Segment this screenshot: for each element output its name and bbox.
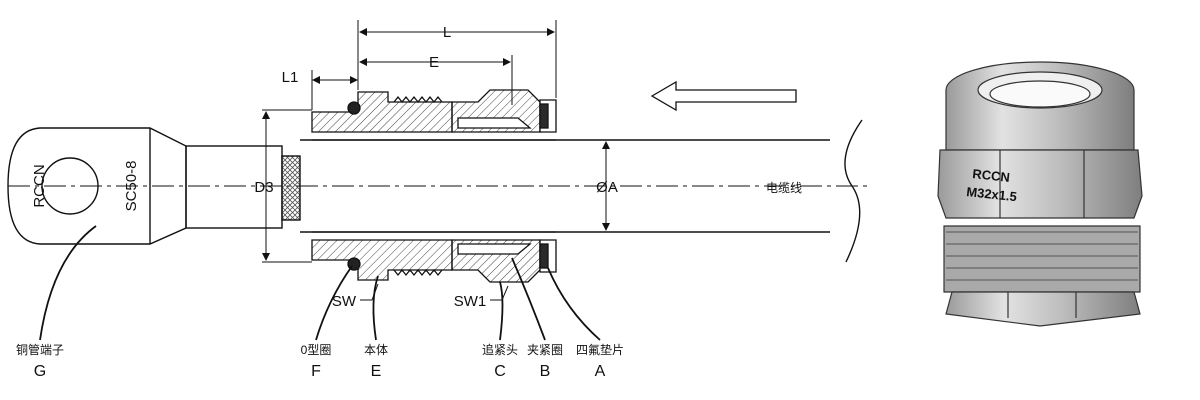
gland-upper-section [311,89,557,141]
insertion-direction-arrow [650,80,797,112]
copper-lug [7,127,301,245]
gland-lower-section [311,231,557,283]
part-leader-lines [39,225,601,341]
dim-l1-label: L1 [282,69,299,86]
dim-diameter-a-label: ØA [596,179,618,196]
photo-brand-text: RCCN [972,166,1011,185]
part-name-e: 本体 [364,343,388,357]
dimension-lines [262,20,610,263]
part-letter-a: A [595,363,606,380]
wrench-size-sw1: SW1 [454,293,487,310]
part-name-f: 0型圈 [301,343,332,357]
lug-model-text: SC50-8 [123,161,140,212]
dim-l-label: L [443,24,451,41]
part-letter-f: F [311,363,321,380]
dim-e-label: E [429,54,439,71]
part-name-b: 夹紧圈 [527,343,563,357]
part-letter-c: C [494,363,506,380]
part-name-c: 追紧头 [482,342,518,357]
cable-gland-product-photo [937,61,1143,327]
dim-d3-label: D3 [254,179,273,196]
lug-brand-text: RCCN [31,164,48,207]
part-labels: 铜管端子 G 0型圈 F 本体 E 追紧头 C 夹紧圈 B 四氟垫片 A [16,342,624,380]
part-name-g: 铜管端子 [16,342,64,357]
part-letter-g: G [34,363,46,380]
cable-label: 电缆线 [766,181,802,195]
part-name-a: 四氟垫片 [576,342,624,357]
photo-thread-text: M32x1.5 [966,184,1018,204]
wrench-size-sw: SW [332,293,357,310]
part-letter-b: B [540,363,551,380]
part-letter-e: E [371,363,382,380]
